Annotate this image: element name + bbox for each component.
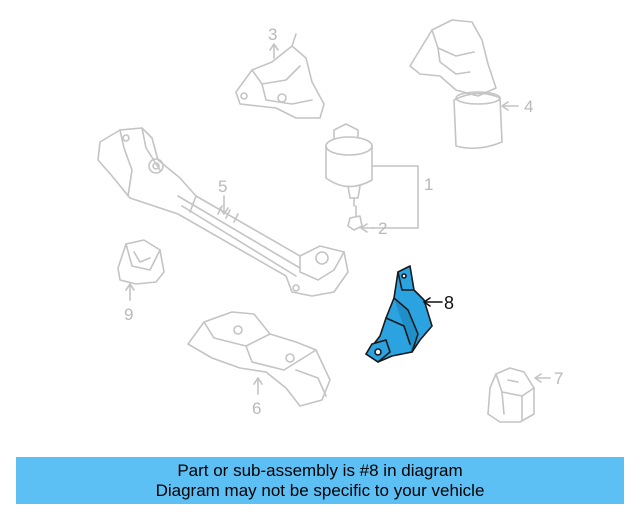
caption-line-1: Part or sub-assembly is #8 in diagram [177,461,463,480]
callout-9: 9 [124,305,133,324]
part-6-bracket [187,311,331,407]
callout-7: 7 [554,369,563,388]
callout-2: 2 [378,219,387,238]
part-2-bolt [347,205,363,231]
part-4-mount [409,19,503,150]
callout-6: 6 [252,399,261,418]
callout-4: 4 [524,97,533,116]
callout-5: 5 [218,177,227,196]
part-1-mount [325,123,373,207]
caption-line-2: Diagram may not be specific to your vehi… [155,481,485,500]
callout-8[interactable]: 8 [444,293,454,313]
leader-8 [422,297,443,307]
callout-3: 3 [268,25,277,44]
parts-diagram: 3 4 1 2 5 9 6 7 8 [97,19,563,423]
part-9-mount [117,239,165,285]
part-7-mount [487,367,535,423]
part-8-bracket-highlighted[interactable] [365,265,433,363]
caption-banner: Part or sub-assembly is #8 in diagram Di… [16,457,624,504]
part-5-crossmember [97,127,349,297]
callout-1: 1 [424,175,433,194]
leader-lines [125,43,551,395]
part-3-bracket [235,33,325,119]
